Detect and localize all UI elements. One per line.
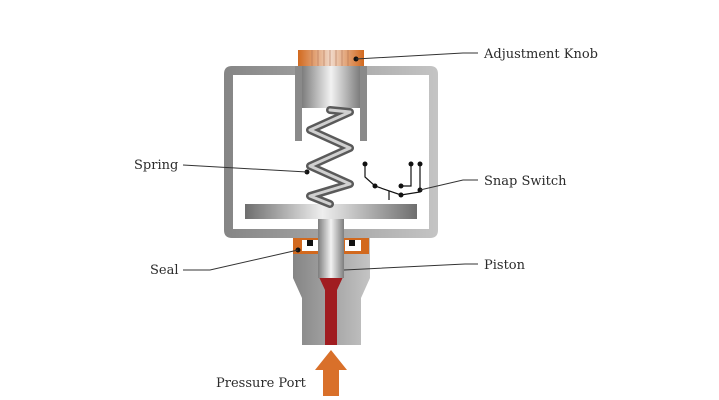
label-snap-switch: Snap Switch	[484, 174, 567, 189]
leader-seal	[183, 247, 301, 271]
snap-switch-contacts	[362, 161, 423, 198]
diaphragm-plate	[245, 204, 417, 219]
piston	[318, 218, 344, 278]
leader-piston	[343, 263, 478, 271]
label-seal: Seal	[150, 263, 179, 278]
leader-snap-switch	[419, 179, 478, 191]
label-piston: Piston	[484, 258, 526, 273]
label-pressure-port: Pressure Port	[216, 376, 307, 391]
label-adjustment-knob: Adjustment Knob	[483, 47, 598, 62]
spring	[306, 106, 354, 208]
fluid-channel	[319, 277, 343, 345]
leader-adjustment-knob	[353, 52, 478, 62]
leader-spring	[182, 164, 310, 175]
spring-guide	[295, 66, 367, 141]
pressure-arrow	[315, 350, 347, 396]
adjustment-knob	[298, 50, 364, 66]
label-spring: Spring	[134, 158, 178, 173]
snap-switch	[364, 164, 421, 200]
